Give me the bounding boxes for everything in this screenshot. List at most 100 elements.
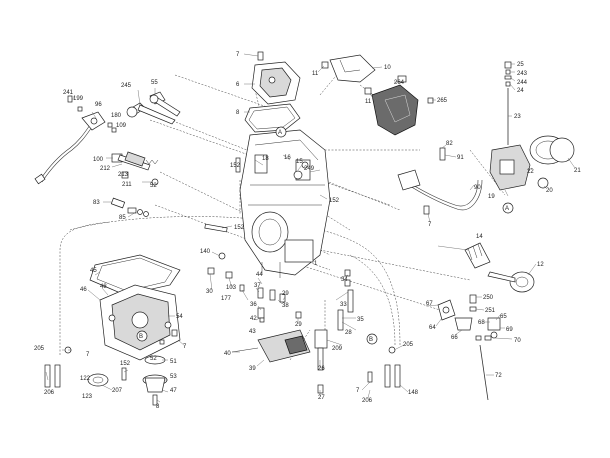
float-bowl (89, 254, 181, 361)
part-label: 11 (365, 99, 372, 105)
part-label: 213 (118, 172, 129, 178)
lower-right-parts (314, 269, 354, 394)
part-label: 19 (488, 194, 495, 200)
part-label: 14 (476, 234, 483, 240)
part-label: 206 (362, 398, 373, 404)
part-label: 177 (221, 296, 232, 302)
marker-letter: A (278, 130, 282, 136)
part-label: 24 (517, 88, 524, 94)
part-label: 29 (282, 291, 289, 297)
part-label: 6 (236, 82, 240, 88)
part-label: 40 (224, 351, 231, 357)
marker-a-right (502, 202, 514, 214)
top-cover-assembly (244, 51, 301, 133)
part-label: 16 (284, 155, 291, 161)
part-label: 10 (384, 65, 391, 71)
part-label: 66 (451, 335, 458, 341)
marker-a-top (275, 126, 287, 138)
part-label: 70 (514, 338, 521, 344)
part-label: 243 (517, 71, 528, 77)
part-label: 12 (537, 262, 544, 268)
part-label: 7 (428, 222, 432, 228)
part-label: 55 (151, 80, 158, 86)
part-label: 7 (236, 52, 240, 58)
part-label: 180 (111, 113, 122, 119)
needle-screws (126, 91, 181, 125)
right-linkage (437, 242, 535, 401)
part-label: 83 (93, 200, 100, 206)
part-label: 140 (200, 249, 211, 255)
part-label: 7 (183, 344, 187, 350)
part-label: 207 (112, 388, 123, 394)
carburetor-body (239, 129, 331, 278)
left-small-parts (204, 157, 245, 292)
part-label: 211 (122, 182, 132, 188)
part-label: 28 (345, 330, 352, 336)
part-label: 7 (356, 388, 360, 394)
part-label: 39 (249, 366, 256, 372)
part-label: 148 (408, 390, 419, 396)
part-label: 251 (485, 308, 496, 314)
part-label: 82 (446, 141, 453, 147)
part-label: 52 (150, 183, 157, 189)
part-label: 244 (517, 80, 528, 86)
part-label: 21 (574, 168, 581, 174)
part-label: 206 (44, 390, 55, 396)
part-label: 67 (426, 301, 433, 307)
part-label: 205 (403, 342, 414, 348)
part-label: 265 (437, 98, 448, 104)
part-label: 123 (82, 394, 93, 400)
part-label: 209 (332, 346, 343, 352)
part-label: 65 (500, 314, 507, 320)
part-label: 69 (506, 327, 513, 333)
part-label: 38 (282, 303, 289, 309)
part-label: 43 (249, 329, 256, 335)
part-label: 22 (527, 169, 534, 175)
idle-adjust-cable (34, 95, 117, 185)
marker-b-left (136, 330, 148, 342)
part-label: 205 (34, 346, 45, 352)
part-label: 212 (100, 166, 111, 172)
part-label: 37 (254, 283, 261, 289)
part-label: 47 (170, 388, 177, 394)
part-label: 34 (341, 277, 348, 283)
reference-markers (136, 126, 514, 345)
part-label: 152 (230, 163, 241, 169)
part-label: 152 (120, 361, 131, 367)
part-label: 249 (304, 166, 315, 172)
part-label: 250 (483, 295, 494, 301)
part-label: 199 (73, 96, 84, 102)
part-label: 122 (80, 376, 91, 382)
part-label: 90 (474, 185, 481, 191)
accelerator-pump (231, 287, 311, 363)
part-label: 96 (95, 102, 102, 108)
part-label: 46 (80, 287, 87, 293)
part-label: 52 (150, 356, 157, 362)
part-label: 18 (262, 156, 269, 162)
part-label: 30 (206, 289, 213, 295)
part-label: 27 (318, 395, 325, 401)
part-label: 35 (357, 317, 364, 323)
throttle-bracket (321, 54, 376, 95)
part-label: 85 (119, 215, 126, 221)
part-label: 8 (236, 110, 240, 116)
part-label: 103 (226, 285, 237, 291)
part-label: 91 (457, 155, 464, 161)
mixture-screw (111, 151, 159, 186)
part-label: 241 (63, 90, 74, 96)
part-label: 15 (296, 159, 303, 165)
part-label: 29 (295, 322, 302, 328)
part-label: 51 (170, 359, 177, 365)
jets (110, 197, 149, 217)
part-label: 45 (90, 268, 97, 274)
part-label: 68 (478, 320, 485, 326)
part-label: 20 (546, 188, 553, 194)
part-label: 152 (234, 225, 245, 231)
leader-lines (45, 53, 576, 403)
part-labels: 7 6 8 11 10 264 11 265 241 199 96 245 55… (34, 52, 581, 410)
part-label: 11 (312, 71, 319, 77)
part-label: 42 (250, 316, 257, 322)
part-label: 8 (156, 404, 160, 410)
part-label: 7 (86, 352, 90, 358)
